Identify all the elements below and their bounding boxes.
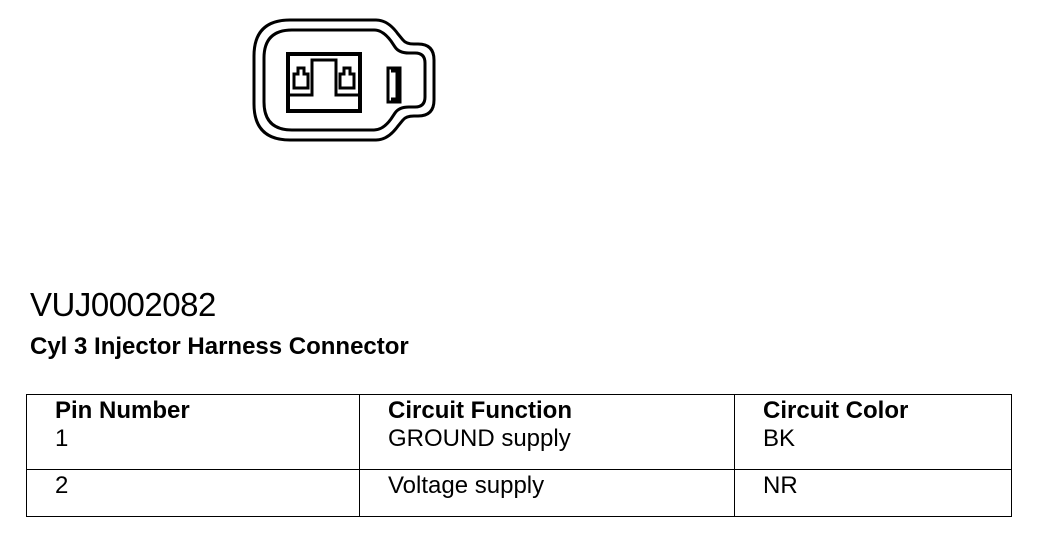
locking-tab	[386, 66, 402, 104]
pin-table: Pin Number Circuit Function Circuit Colo…	[26, 394, 1012, 517]
table-header-row: Pin Number Circuit Function Circuit Colo…	[26, 394, 1012, 425]
pin-cavity-frame	[286, 52, 362, 113]
pin-cavity-divider	[288, 58, 360, 97]
header-circuit-color: Circuit Color	[734, 394, 1012, 425]
cell-pin-number: 1	[26, 425, 360, 470]
connector-housing-inner	[262, 28, 427, 132]
terminal-pin-2	[338, 66, 356, 90]
connector-face-drawing	[252, 18, 436, 142]
connector-housing-outer	[252, 18, 436, 142]
cell-pin-number: 2	[26, 469, 360, 517]
cell-circuit-function: GROUND supply	[359, 425, 735, 470]
figure-title: Cyl 3 Injector Harness Connector	[30, 333, 409, 360]
table-row: 1 GROUND supply BK	[26, 425, 1012, 470]
table-row: 2 Voltage supply NR	[26, 469, 1012, 517]
header-circuit-function: Circuit Function	[359, 394, 735, 425]
figure-id: VUJ0002082	[30, 286, 216, 323]
terminal-pin-1	[292, 66, 310, 90]
header-pin-number: Pin Number	[26, 394, 360, 425]
cell-circuit-color: BK	[734, 425, 1012, 470]
cell-circuit-color: NR	[734, 469, 1012, 517]
cell-circuit-function: Voltage supply	[359, 469, 735, 517]
